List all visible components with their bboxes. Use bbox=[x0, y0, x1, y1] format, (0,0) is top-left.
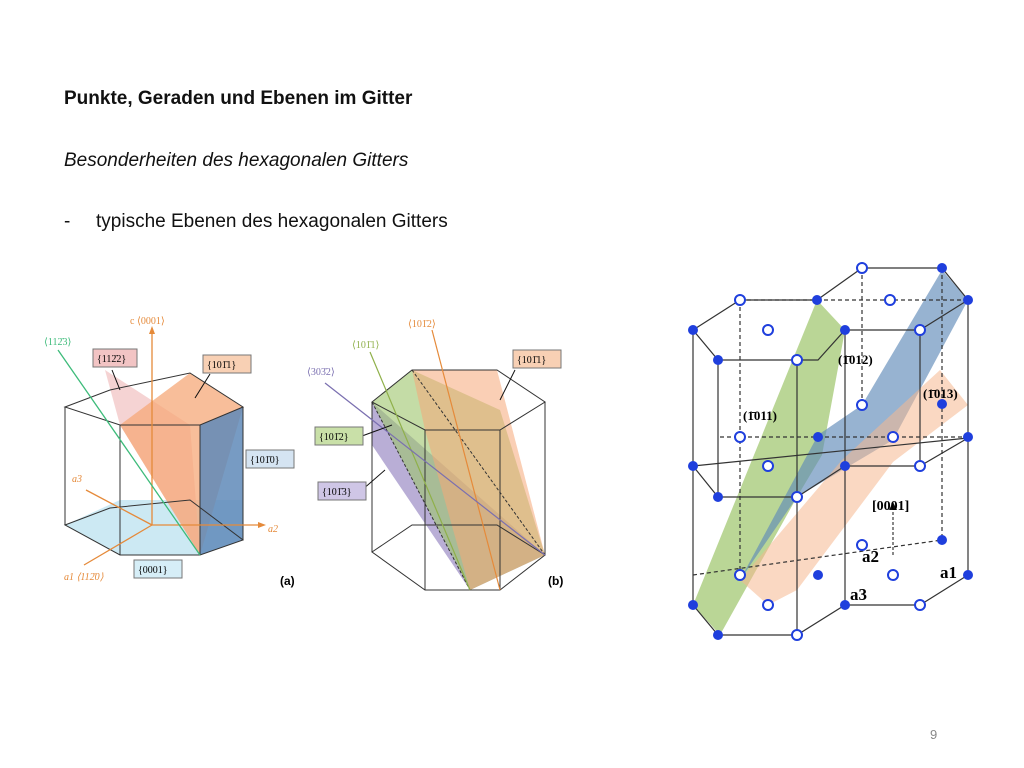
a2-arrow bbox=[258, 522, 266, 528]
atoms-hollow bbox=[734, 262, 926, 641]
direction-1123 bbox=[57, 349, 201, 556]
label-dir-1012: ⟨101̄2⟩ bbox=[408, 319, 436, 330]
label-dir-3032: ⟨303̄2⟩ bbox=[307, 367, 335, 378]
label-dir-1123: ⟨112̄3⟩ bbox=[44, 337, 72, 348]
slide-title: Punkte, Geraden und Ebenen im Gitter bbox=[64, 88, 413, 109]
box-1012-b bbox=[314, 426, 364, 446]
label-a2-a: a2 bbox=[268, 524, 278, 535]
label-dir-1011: ⟨101̄1⟩ bbox=[352, 340, 380, 351]
bullet-item: - typische Ebenen des hexagonalen Gitters bbox=[64, 211, 448, 233]
pointer-1122 bbox=[111, 369, 121, 391]
slide-subtitle: Besonderheiten des hexagonalen Gitters bbox=[64, 150, 409, 171]
a1-axis bbox=[83, 524, 153, 566]
c-axis-arrow bbox=[149, 326, 155, 334]
box-1013-b bbox=[317, 481, 367, 501]
label-plane-1013-c: (1̄013) bbox=[923, 386, 958, 401]
pointer-1012-b bbox=[361, 424, 393, 437]
label-plane-0001: {0001} bbox=[138, 565, 168, 576]
label-a3-c: a3 bbox=[850, 585, 867, 604]
label-plane-1010: {101̄0} bbox=[250, 455, 280, 466]
label-plane-1011-b: {101̄1} bbox=[517, 355, 546, 366]
a3-axis bbox=[85, 489, 153, 526]
pointer-1011 bbox=[194, 373, 211, 399]
bullet-dash: - bbox=[64, 211, 71, 232]
plane-1011-b bbox=[412, 370, 545, 590]
label-dir-0001-c: [0001] bbox=[872, 499, 909, 514]
label-a1-a: a1 ⟨112̄0⟩ bbox=[64, 572, 104, 583]
box-1011 bbox=[202, 354, 252, 374]
dir-1011-line bbox=[369, 351, 471, 591]
dir-3032-line bbox=[324, 382, 546, 556]
label-a2-c: a2 bbox=[862, 547, 879, 566]
plane-1010 bbox=[200, 407, 243, 555]
label-plane-1013-b: {101̄3} bbox=[322, 487, 352, 498]
box-1122 bbox=[92, 348, 138, 368]
hex-prism-a bbox=[63, 372, 245, 556]
label-plane-1011-a: {101̄1} bbox=[207, 360, 236, 371]
page-number: 9 bbox=[930, 727, 938, 742]
panel-label-b: (b) bbox=[548, 574, 563, 588]
label-plane-1122: {112̄2} bbox=[97, 354, 126, 365]
box-0001 bbox=[133, 559, 183, 579]
plane-1012-c bbox=[740, 270, 968, 580]
label-c-axis: c ⟨0001⟩ bbox=[130, 316, 165, 327]
panel-label-a: (a) bbox=[280, 574, 295, 588]
box-1010 bbox=[245, 449, 295, 469]
label-plane-1011-c: (1̄011) bbox=[743, 408, 777, 423]
c-axis-arrow-c bbox=[889, 502, 897, 510]
dir-1012-line bbox=[431, 329, 501, 591]
label-a3-a: a3 bbox=[72, 474, 82, 485]
bullet-text: typische Ebenen des hexagonalen Gitters bbox=[96, 211, 448, 232]
box-1011-b bbox=[512, 349, 562, 369]
label-plane-1012-b: {101̄2} bbox=[319, 432, 349, 443]
label-plane-1012-c: (1̄012) bbox=[838, 352, 873, 367]
pointer-1011-b bbox=[499, 369, 516, 401]
label-a1-c: a1 bbox=[940, 563, 957, 582]
atoms-filled bbox=[688, 263, 973, 640]
